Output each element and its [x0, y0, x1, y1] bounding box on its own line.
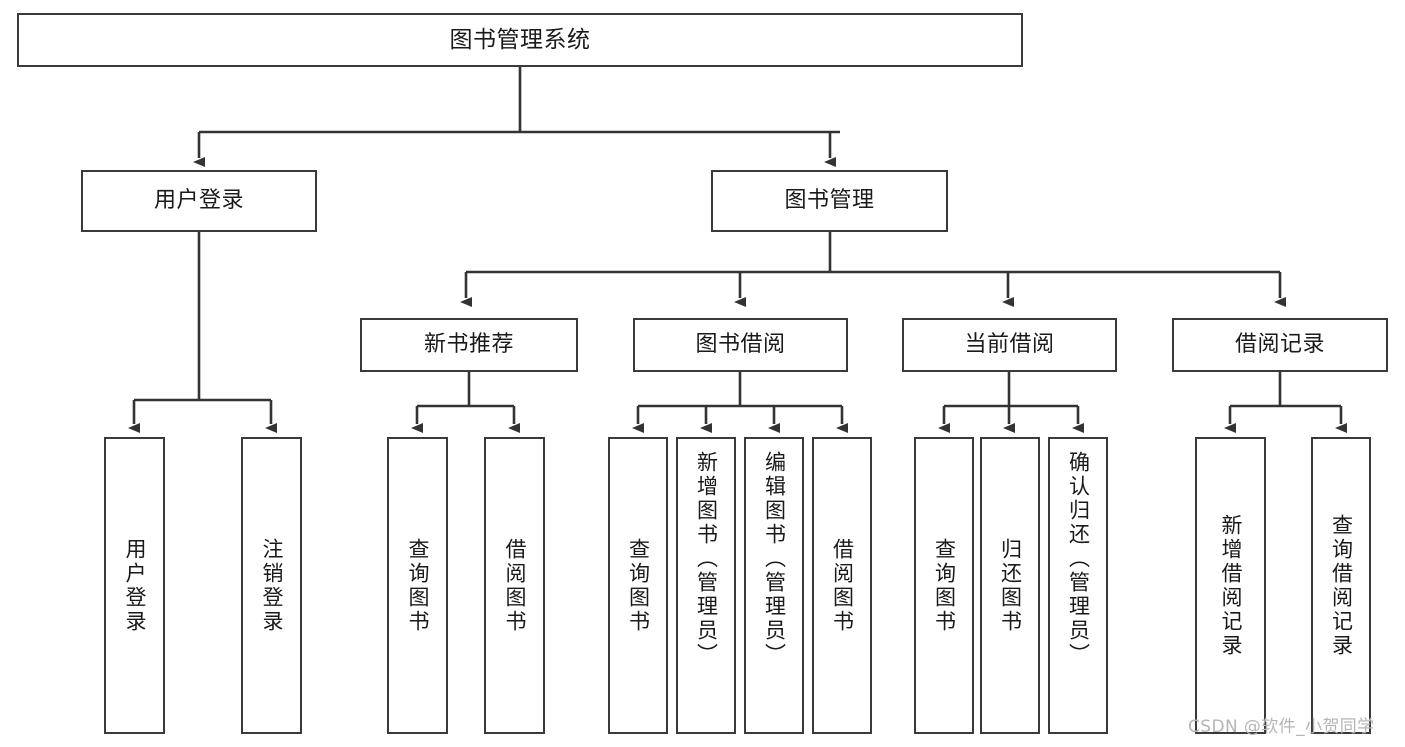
node-label: 借阅记录	[1234, 332, 1325, 358]
node-label: 借阅图书	[830, 537, 855, 634]
node-label: 图书管理	[784, 188, 875, 214]
leaf-return-book[interactable]: 归还图书	[980, 437, 1040, 734]
leaf-add-book-admin[interactable]: 新增图书（管理员）	[676, 437, 736, 734]
leaf-borrow-book-recommend[interactable]: 借阅图书	[484, 437, 545, 734]
leaf-query-book-current[interactable]: 查询图书	[914, 437, 974, 734]
leaf-edit-book-admin[interactable]: 编辑图书（管理员）	[744, 437, 804, 734]
node-label: 当前借阅	[964, 332, 1055, 358]
watermark: CSDN @软件_小贺同学	[1188, 717, 1375, 737]
node-new-book-recommend[interactable]: 新书推荐	[360, 318, 578, 372]
node-label: 归还图书	[998, 537, 1023, 634]
node-label: 用户登录	[153, 188, 244, 214]
node-book-management[interactable]: 图书管理	[711, 170, 948, 232]
node-label: 查询借阅记录	[1329, 513, 1354, 658]
leaf-query-book-borrow[interactable]: 查询图书	[608, 437, 668, 734]
leaf-query-book-recommend[interactable]: 查询图书	[387, 437, 448, 734]
node-label: 图书借阅	[695, 332, 786, 358]
leaf-logout[interactable]: 注销登录	[241, 437, 302, 734]
node-label: 确认归还（管理员）	[1066, 451, 1091, 667]
node-label: 查询图书	[932, 537, 957, 634]
node-label: 新增图书（管理员）	[694, 451, 719, 667]
leaf-add-borrow-record[interactable]: 新增借阅记录	[1195, 437, 1266, 734]
node-label: 图书管理系统	[449, 26, 591, 53]
node-user-login[interactable]: 用户登录	[81, 170, 317, 232]
node-label: 查询图书	[406, 537, 430, 634]
node-label: 用户登录	[123, 537, 147, 634]
node-label: 借阅图书	[503, 537, 527, 634]
node-book-borrow[interactable]: 图书借阅	[633, 318, 848, 372]
leaf-user-login[interactable]: 用户登录	[104, 437, 165, 734]
node-label: 注销登录	[260, 537, 284, 634]
node-root-system[interactable]: 图书管理系统	[17, 13, 1023, 67]
node-label: 查询图书	[626, 537, 651, 634]
node-current-borrow[interactable]: 当前借阅	[902, 318, 1117, 372]
leaf-borrow-book[interactable]: 借阅图书	[812, 437, 872, 734]
node-label: 新增借阅记录	[1219, 513, 1243, 658]
leaf-confirm-return-admin[interactable]: 确认归还（管理员）	[1048, 437, 1108, 734]
node-borrow-record[interactable]: 借阅记录	[1172, 318, 1388, 372]
node-label: 编辑图书（管理员）	[762, 451, 787, 667]
node-label: 新书推荐	[423, 332, 514, 358]
leaf-query-borrow-record[interactable]: 查询借阅记录	[1311, 437, 1371, 734]
